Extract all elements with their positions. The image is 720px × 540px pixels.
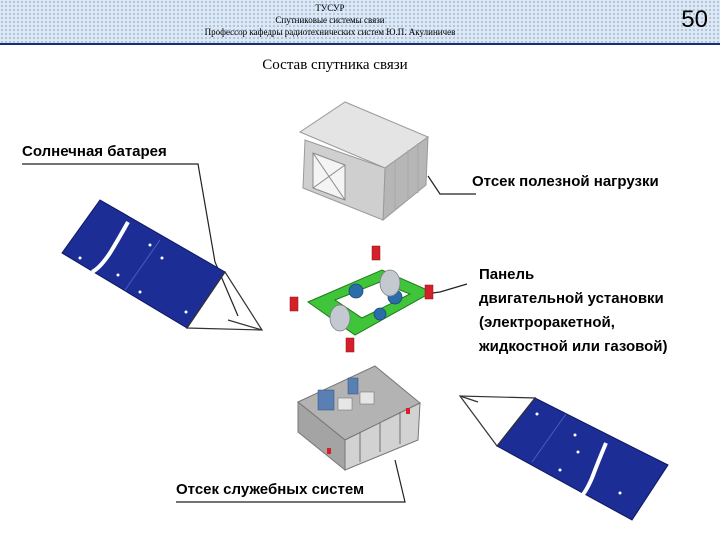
slide-title: Состав спутника связи — [262, 57, 408, 73]
label-engine-line3: (электроракетной, — [479, 314, 615, 331]
label-engine-line2: двигательной установки — [479, 290, 664, 307]
header-divider — [0, 43, 720, 45]
page-number: 50 — [681, 6, 708, 33]
service-module — [297, 365, 421, 472]
header-course: Спутниковые системы связи — [275, 15, 385, 25]
propulsion-panel — [289, 245, 434, 353]
label-engine-line4: жидкостной или газовой) — [479, 338, 668, 355]
header-org: ТУСУР — [315, 3, 345, 13]
payload-module — [298, 101, 430, 222]
right-solar-panel — [458, 395, 669, 521]
left-solar-panel — [61, 199, 264, 331]
label-service-bay: Отсек служебных систем — [176, 481, 365, 498]
label-solar-panel: Солнечная батарея — [22, 143, 167, 160]
label-engine-line1: Панель — [479, 266, 535, 283]
label-payload-bay: Отсек полезной нагрузки — [472, 173, 659, 190]
header-author: Профессор кафедры радиотехнических систе… — [204, 27, 456, 37]
slide-header: ТУСУР Спутниковые системы связи Профессо… — [0, 0, 720, 44]
